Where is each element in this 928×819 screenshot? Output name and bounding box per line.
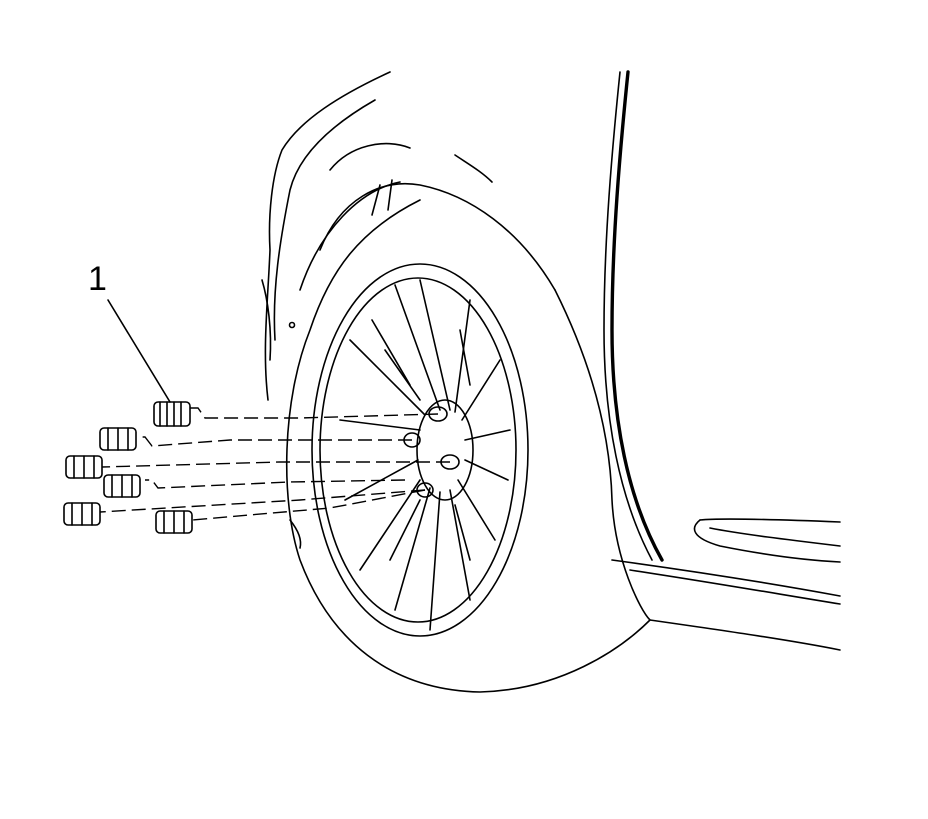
lug-nut-icon: [99, 427, 137, 451]
lug-nuts: [63, 401, 193, 534]
callout-leader: [107, 299, 171, 403]
fender-panel: [261, 70, 841, 693]
lug-nut-icon: [65, 455, 103, 479]
lug-nut-icon: [153, 401, 191, 427]
lug-nut-icon: [63, 502, 101, 526]
callout-label-1: 1: [88, 260, 107, 298]
lug-nut-icon: [103, 474, 141, 498]
explosion-lines: [99, 407, 450, 521]
lug-nut-icon: [155, 510, 193, 534]
